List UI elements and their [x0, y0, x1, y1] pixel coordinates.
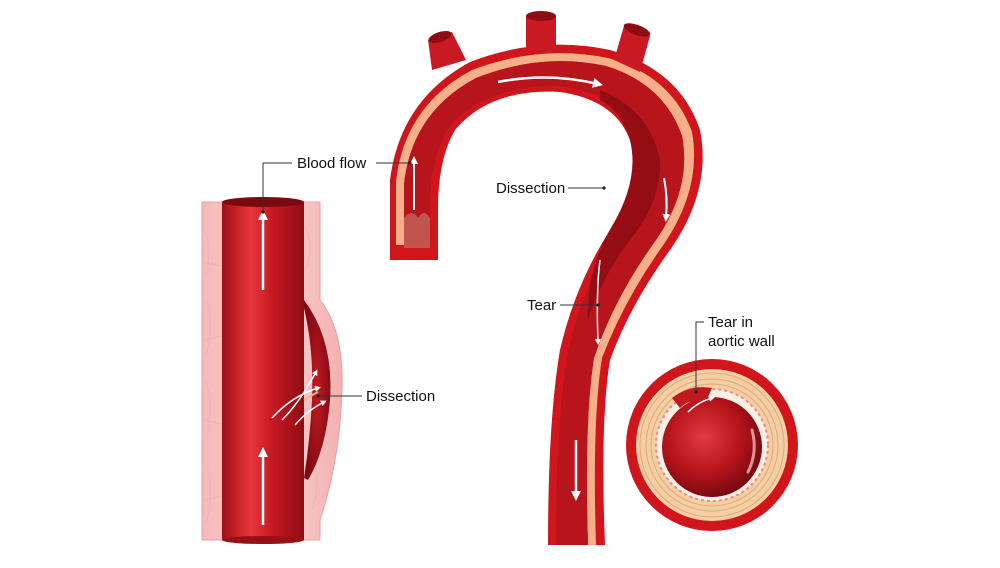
label-tear-wall-line1: Tear in: [708, 314, 753, 331]
aortic-valve: [404, 213, 430, 248]
label-dissection-aorta: Dissection: [496, 180, 565, 197]
branch-left-common-carotid-opening: [526, 11, 556, 21]
aorta-cross-section: [626, 359, 798, 531]
cross-section-lumen: [662, 397, 762, 497]
branch-left-common-carotid: [526, 16, 556, 52]
label-blood-flow: Blood flow: [297, 155, 366, 172]
straight-vessel: [202, 197, 342, 544]
flow-arrow-arch-down: [552, 92, 580, 126]
label-tear: Tear: [527, 297, 556, 314]
lumen-bottom-opening: [222, 536, 304, 544]
label-dissection-vessel: Dissection: [366, 388, 435, 405]
label-tear-wall-line2: aortic wall: [708, 333, 775, 350]
